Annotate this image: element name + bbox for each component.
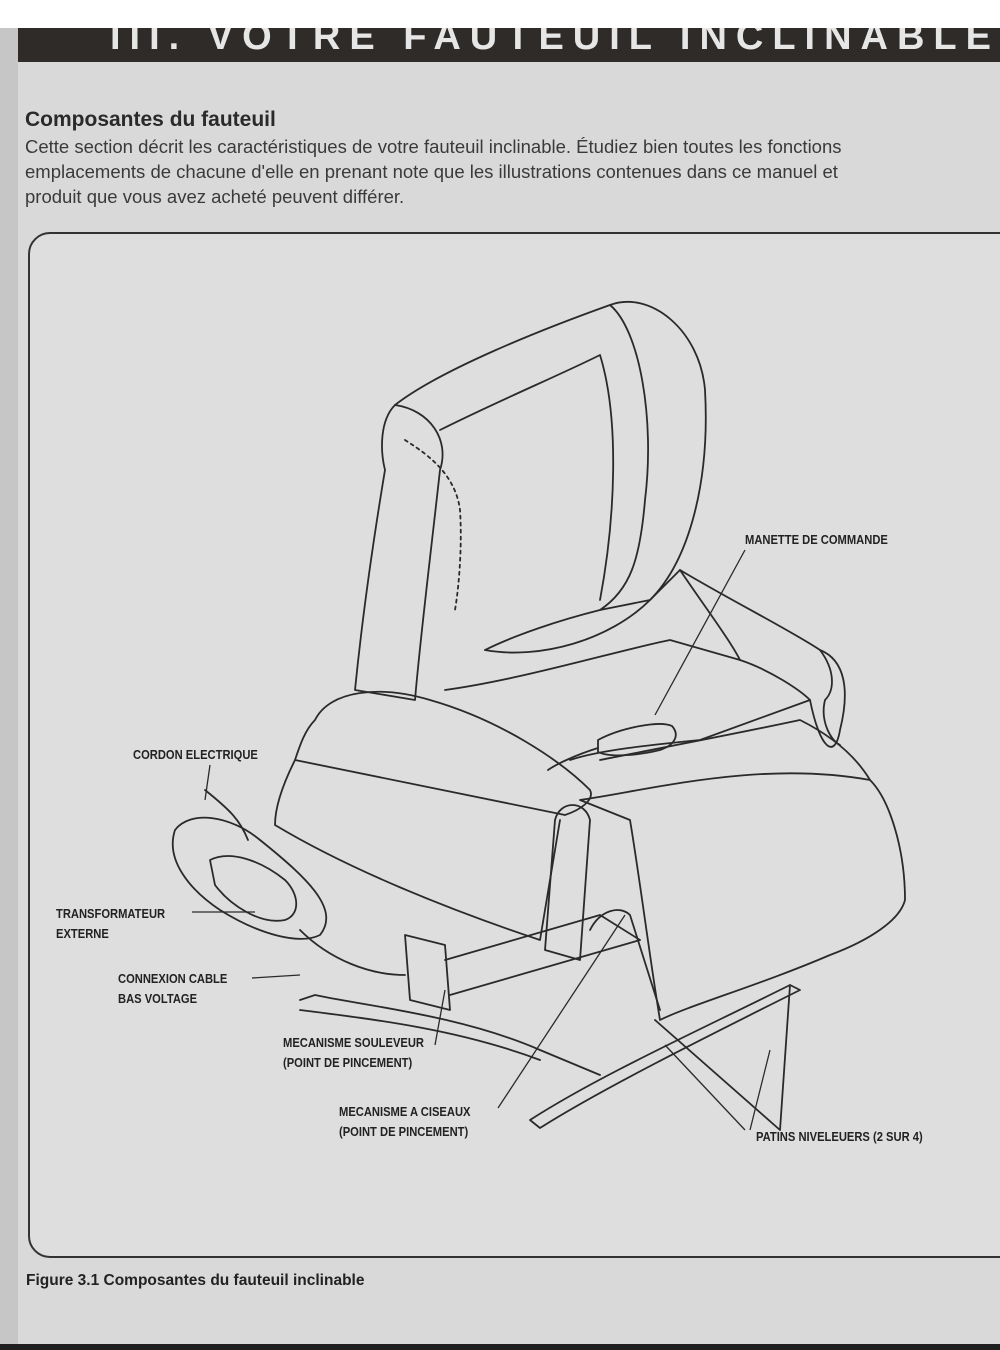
label-cable-2: BAS VOLTAGE	[118, 991, 198, 1006]
leader-lift	[434, 989, 446, 1046]
base-frame-right	[529, 984, 801, 1129]
base-frame-rail	[299, 1009, 541, 1061]
chapter-banner: III. VOTRE FAUTEUIL INCLINABLE	[18, 28, 1000, 62]
power-cord	[204, 789, 249, 841]
footrest-inner	[599, 719, 871, 781]
front-post	[544, 804, 591, 961]
leader-glides-b	[749, 1049, 771, 1131]
leader-scissor	[497, 914, 626, 1109]
page-top-edge	[0, 0, 1000, 28]
right-arm-scroll	[819, 649, 841, 746]
left-arm-front	[274, 759, 561, 941]
scissor-arm	[589, 909, 661, 1011]
wing-seam	[404, 439, 462, 611]
backrest-panel	[439, 354, 615, 601]
label-remote: MANETTE DE COMMANDE	[745, 532, 888, 547]
intro-paragraph: Cette section décrit les caractéristique…	[25, 134, 1000, 209]
transformer-pad	[171, 816, 327, 940]
page-left-margin	[0, 28, 18, 1350]
mechanism-bar	[444, 914, 641, 996]
low-voltage-cable	[299, 929, 406, 976]
label-transformer-2: EXTERNE	[56, 926, 109, 941]
backrest-ridge	[599, 304, 649, 611]
intro-line: emplacements de chacune d'elle en prenan…	[25, 161, 838, 182]
remote-cord	[547, 747, 599, 771]
leader-power-cord	[204, 764, 211, 801]
lift-mechanism	[404, 934, 451, 1011]
section-title: Composantes du fauteuil	[25, 108, 276, 131]
transformer-box	[209, 855, 298, 922]
leader-remote	[654, 549, 746, 716]
backrest-outline	[394, 300, 707, 651]
leader-cable	[251, 974, 301, 979]
label-power-cord: CORDON ELECTRIQUE	[133, 747, 258, 762]
base-frame-front	[654, 984, 791, 1131]
label-lift-2: (POINT DE PINCEMENT)	[283, 1055, 413, 1070]
left-arm	[294, 690, 592, 816]
page-bottom-edge	[0, 1344, 1000, 1350]
remote-control	[597, 723, 677, 757]
intro-line: produit que vous avez acheté peuvent dif…	[25, 186, 405, 207]
leader-glides-a	[664, 1044, 746, 1131]
base-frame-left	[299, 994, 601, 1076]
footrest	[579, 772, 906, 1021]
label-scissor-2: (POINT DE PINCEMENT)	[339, 1124, 469, 1139]
right-arm	[679, 569, 846, 748]
figure-caption: Figure 3.1 Composantes du fauteuil incli…	[26, 1272, 365, 1289]
label-lift-1: MECANISME SOULEVEUR	[283, 1035, 425, 1050]
left-wing	[354, 404, 444, 701]
label-cable-1: CONNEXION CABLE	[118, 971, 228, 986]
label-scissor-1: MECANISME A CISEAUX	[339, 1104, 471, 1119]
seat-back-edge	[484, 569, 741, 661]
label-glides: PATINS NIVELEUERS (2 SUR 4)	[756, 1129, 923, 1144]
chapter-title: III. VOTRE FAUTEUIL INCLINABLE	[110, 28, 1000, 58]
intro-line: Cette section décrit les caractéristique…	[25, 136, 842, 157]
label-transformer-1: TRANSFORMATEUR	[56, 906, 166, 921]
seat-cushion	[444, 639, 811, 761]
